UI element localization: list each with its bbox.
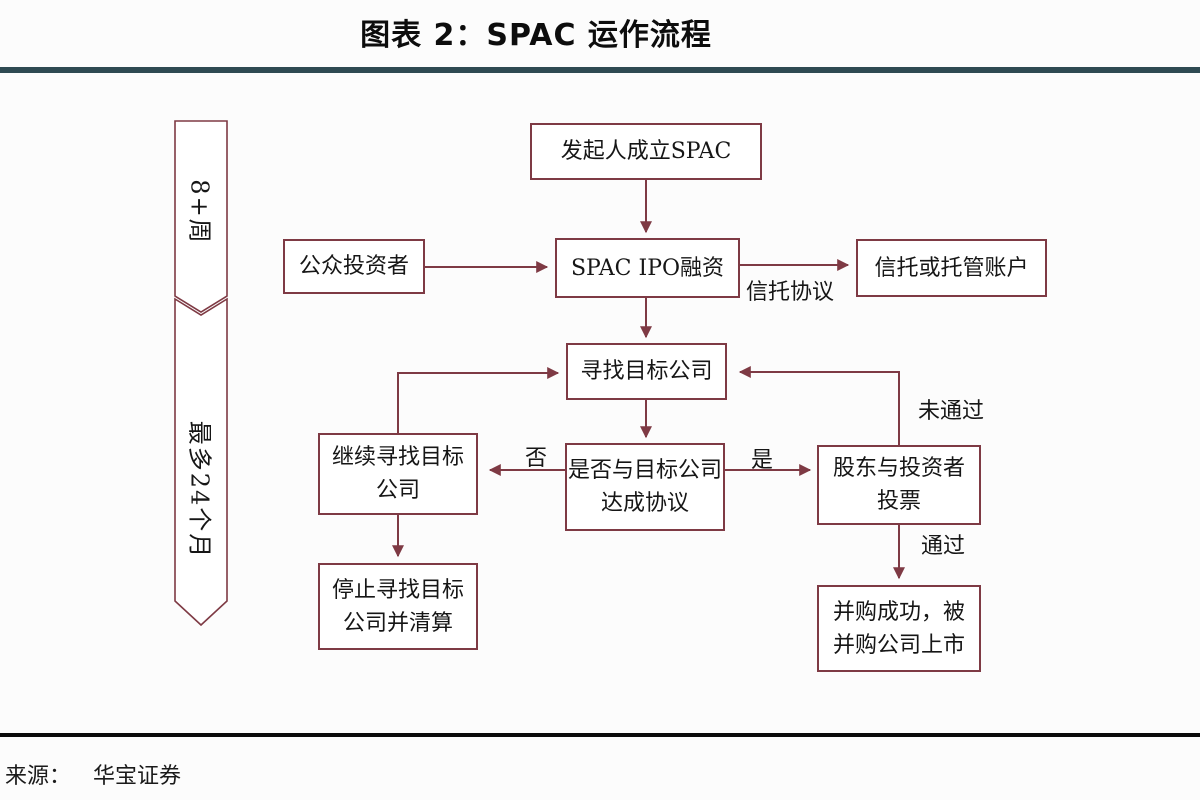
timeline-label-24months: 最多24个月 (185, 420, 214, 560)
source-name: 华宝证券 (93, 764, 182, 789)
edge-label-passed: 通过 (920, 534, 965, 559)
node-merger-success: 并购成功，被 并购公司上市 (817, 585, 981, 672)
edge-vote-not-passed-loop (738, 366, 900, 445)
node-shareholder-vote: 股东与投资者 投票 (817, 445, 981, 525)
node-continue-search: 继续寻找目标 公司 (318, 433, 478, 515)
edge-continue-search-loop (397, 367, 560, 433)
node-public-investors: 公众投资者 (283, 239, 425, 294)
node-agreement-decision: 是否与目标公司 达成协议 (565, 443, 725, 531)
title-divider (0, 67, 1200, 73)
node-sponsor: 发起人成立SPAC (530, 123, 762, 180)
source-label: 来源： (5, 764, 72, 789)
edge-label-yes: 是 (750, 448, 773, 473)
node-stop-liquidate: 停止寻找目标 公司并清算 (318, 563, 478, 650)
node-trust-account: 信托或托管账户 (856, 239, 1047, 297)
edge-label-not-passed: 未通过 (917, 399, 984, 424)
timeline-label-8weeks: 8+周 (185, 179, 214, 245)
node-spac-ipo: SPAC IPO融资 (555, 238, 740, 298)
node-search-target: 寻找目标公司 (566, 343, 727, 400)
source-divider (0, 733, 1200, 737)
edge-label-no: 否 (524, 446, 547, 471)
page-title: 图表 2：SPAC 运作流程 (360, 18, 712, 53)
edge-label-trust-agreement: 信托协议 (745, 280, 834, 305)
source-row: 来源： 华宝证券 (5, 758, 1005, 790)
